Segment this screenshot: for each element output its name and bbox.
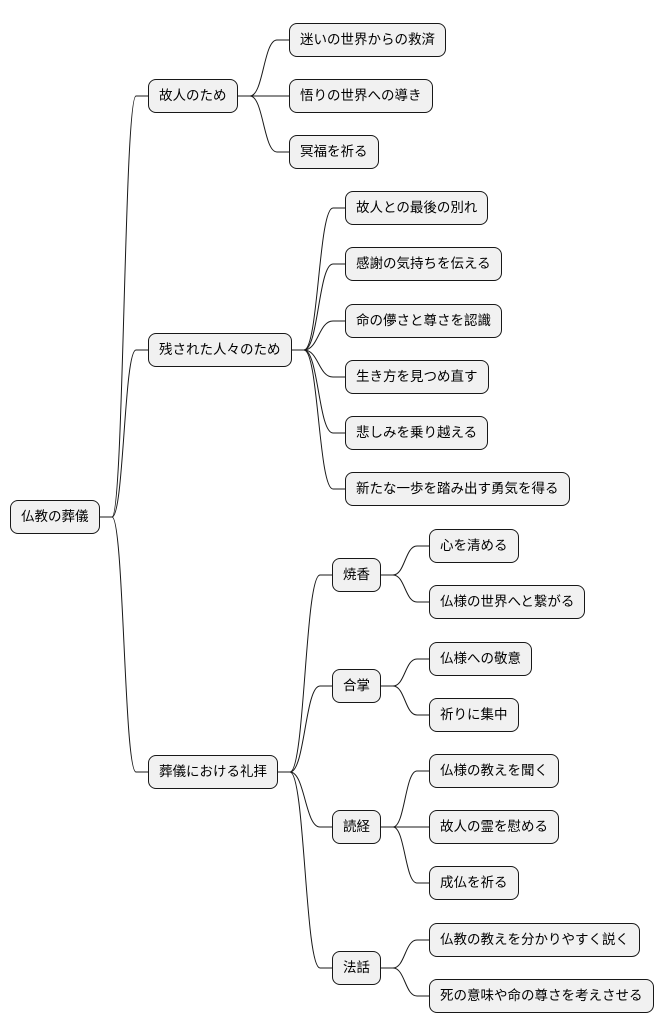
connector-line	[292, 320, 345, 351]
node-leaf: 仏様の教えを聞く	[429, 754, 559, 788]
node-leaf: 生き方を見つめ直す	[345, 360, 489, 394]
connector-line	[278, 574, 332, 773]
node-leaf: 悲しみを乗り越える	[345, 416, 489, 450]
connector-line	[381, 545, 429, 576]
connector-line	[100, 95, 148, 518]
node-sub-gassho: 合掌	[332, 669, 381, 703]
node-leaf: 故人との最後の別れ	[345, 191, 489, 225]
connector-line	[292, 263, 345, 351]
connector-line	[381, 826, 429, 884]
connector-line	[381, 939, 429, 969]
node-branch-for-bereaved: 残された人々のため	[148, 333, 292, 367]
connector-line	[238, 95, 289, 153]
node-sub-dharma-talk: 法話	[332, 951, 381, 985]
connector-line	[238, 39, 289, 97]
connector-line	[100, 349, 148, 518]
node-root: 仏教の葬儀	[10, 500, 100, 534]
connector-line	[381, 658, 429, 687]
node-branch-for-deceased: 故人のため	[148, 79, 238, 113]
node-leaf: 感謝の気持ちを伝える	[345, 247, 502, 281]
node-sub-incense: 焼香	[332, 558, 381, 592]
node-leaf: 祈りに集中	[429, 698, 519, 732]
connector-line	[278, 771, 332, 828]
node-branch-worship: 葬儀における礼拝	[148, 755, 278, 789]
connector-line	[381, 685, 429, 716]
connector-line	[381, 967, 429, 997]
connector-line	[292, 349, 345, 378]
connector-line	[278, 771, 332, 969]
node-leaf: 迷いの世界からの救済	[289, 23, 446, 57]
node-leaf: 仏様への敬意	[429, 642, 532, 676]
connector-line	[381, 770, 429, 828]
node-leaf: 新たな一歩を踏み出す勇気を得る	[345, 472, 570, 506]
node-sub-sutra-reading: 読経	[332, 810, 381, 844]
node-leaf: 命の儚さと尊さを認識	[345, 304, 502, 338]
node-leaf: 死の意味や命の尊さを考えさせる	[429, 979, 654, 1013]
connector-line	[292, 349, 345, 490]
node-leaf: 故人の霊を慰める	[429, 810, 559, 844]
node-leaf: 冥福を祈る	[289, 135, 379, 169]
node-leaf: 心を清める	[429, 529, 519, 563]
node-leaf: 悟りの世界への導き	[289, 79, 433, 113]
connector-line	[292, 207, 345, 351]
connector-line	[381, 574, 429, 603]
node-leaf: 成仏を祈る	[429, 866, 519, 900]
node-leaf: 仏様の世界へと繋がる	[429, 585, 586, 619]
connector-line	[278, 685, 332, 773]
node-leaf: 仏教の教えを分かりやすく説く	[429, 923, 640, 957]
connector-line	[100, 516, 148, 773]
